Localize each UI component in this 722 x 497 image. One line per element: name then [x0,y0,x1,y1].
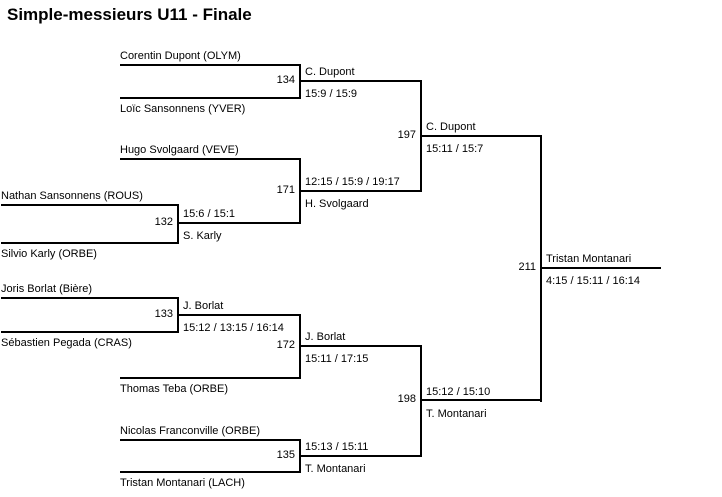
match-132-score: 15:6 / 15:1 [183,208,235,220]
match-211-winner-line [540,267,661,269]
match-135-bottom-line [120,471,301,473]
match-133-number: 133 [154,308,173,320]
match-171-number: 171 [276,184,295,196]
match-135-number: 135 [276,449,295,461]
match-171-winner-line [299,190,422,192]
match-197-winner: C. Dupont [426,121,476,133]
match-172-winner: J. Borlat [305,331,346,343]
match-133-winner-line [177,314,301,316]
match-211-score: 4:15 / 15:11 / 16:14 [546,275,640,287]
match-134-number: 134 [276,74,295,86]
match-132-winner: S. Karly [183,230,222,242]
match-133-top-line [1,297,179,299]
match-132-connector-line [177,204,179,244]
player-joris-borlat: Joris Borlat (Bière) [1,283,93,295]
match-134-score: 15:9 / 15:9 [305,88,357,100]
match-172-score: 15:11 / 17:15 [305,353,369,365]
match-132-top-line [1,204,179,206]
match-134-bottom-line [120,97,301,99]
match-132-winner-line [177,222,301,224]
match-133-winner: J. Borlat [183,300,224,312]
match-134-top-line [120,64,301,66]
match-211-winner: Tristan Montanari [546,253,632,265]
player-nathan-sansonnens: Nathan Sansonnens (ROUS) [1,190,143,202]
match-197-score: 15:11 / 15:7 [426,143,484,155]
match-172-number: 172 [276,339,295,351]
player-sebastien-pegada: Sébastien Pegada (CRAS) [1,337,132,349]
match-172-winner-line [299,345,422,347]
player-tristan-montanari: Tristan Montanari (LACH) [120,477,245,489]
player-corentin-dupont: Corentin Dupont (OLYM) [120,50,241,62]
match-171-top-line [120,158,301,160]
match-198-winner: T. Montanari [426,408,487,420]
match-135-score: 15:13 / 15:11 [305,441,369,453]
match-135-winner-line [299,455,422,457]
match-135-top-line [120,439,301,441]
match-134-winner: C. Dupont [305,66,355,78]
match-132-number: 132 [154,216,173,228]
player-silvio-karly: Silvio Karly (ORBE) [1,248,97,260]
match-197-number: 197 [397,129,416,141]
match-133-bottom-line [1,331,179,333]
player-thomas-teba: Thomas Teba (ORBE) [120,383,229,395]
player-nicolas-franconville: Nicolas Franconville (ORBE) [120,425,260,437]
match-198-connector-line [420,345,422,457]
match-198-score: 15:12 / 15:10 [426,386,491,398]
page-title: Simple-messieurs U11 - Finale [7,5,252,24]
match-172-bottom-line [120,377,301,379]
match-198-number: 198 [397,393,416,405]
player-loic-sansonnens: Loïc Sansonnens (YVER) [120,103,246,115]
match-133-score: 15:12 / 13:15 / 16:14 [183,322,284,334]
player-hugo-svolgaard: Hugo Svolgaard (VEVE) [120,144,239,156]
match-198-winner-line [420,399,542,401]
match-171-winner: H. Svolgaard [305,198,369,210]
match-211-number: 211 [518,261,536,273]
match-132-bottom-line [1,242,179,244]
match-134-winner-line [299,80,422,82]
match-135-winner: T. Montanari [305,463,366,475]
match-197-winner-line [420,135,542,137]
match-171-score: 12:15 / 15:9 / 19:17 [305,176,400,188]
